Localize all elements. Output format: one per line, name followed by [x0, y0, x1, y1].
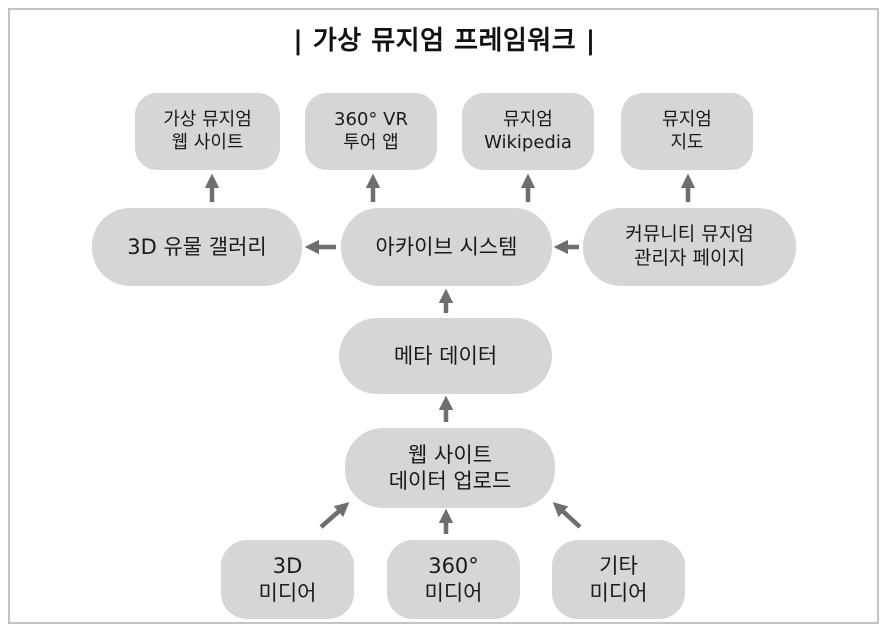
node-community-admin: 커뮤니티 뮤지엄 관리자 페이지 — [583, 208, 796, 286]
node-label: 360° VR 투어 앱 — [334, 109, 408, 153]
node-archive-system: 아카이브 시스템 — [341, 208, 552, 286]
node-label: 3D 미디어 — [258, 554, 317, 605]
node-3d-gallery: 3D 유물 갤러리 — [92, 208, 302, 286]
node-label: 뮤지엄 지도 — [662, 109, 712, 153]
node-web-upload: 웹 사이트 데이터 업로드 — [345, 428, 555, 508]
node-label: 웹 사이트 데이터 업로드 — [388, 442, 512, 493]
node-label: 커뮤니티 뮤지엄 관리자 페이지 — [625, 223, 754, 269]
node-label: 뮤지엄 Wikipedia — [484, 109, 572, 153]
node-museum-map: 뮤지엄 지도 — [621, 93, 753, 170]
arrow-3d-media-to-upload — [319, 502, 350, 529]
diagram-title: | 가상 뮤지엄 프레임워크 | — [293, 26, 596, 56]
node-label: 360° 미디어 — [424, 554, 483, 605]
node-label: 기타 미디어 — [589, 554, 648, 605]
node-label: 아카이브 시스템 — [375, 234, 518, 259]
node-label: 가상 뮤지엄 웹 사이트 — [163, 109, 252, 153]
node-vr-tour-app: 360° VR 투어 앱 — [305, 93, 437, 170]
node-other-media: 기타 미디어 — [552, 540, 685, 619]
node-label: 메타 데이터 — [393, 343, 498, 368]
diagram-frame — [8, 8, 879, 624]
node-metadata: 메타 데이터 — [339, 318, 552, 394]
node-virtual-museum-web: 가상 뮤지엄 웹 사이트 — [135, 93, 280, 170]
arrow-other-media-to-upload — [552, 502, 582, 529]
node-360-media: 360° 미디어 — [387, 540, 520, 619]
node-museum-wikipedia: 뮤지엄 Wikipedia — [462, 93, 594, 170]
node-label: 3D 유물 갤러리 — [127, 234, 267, 259]
node-3d-media: 3D 미디어 — [221, 540, 354, 619]
